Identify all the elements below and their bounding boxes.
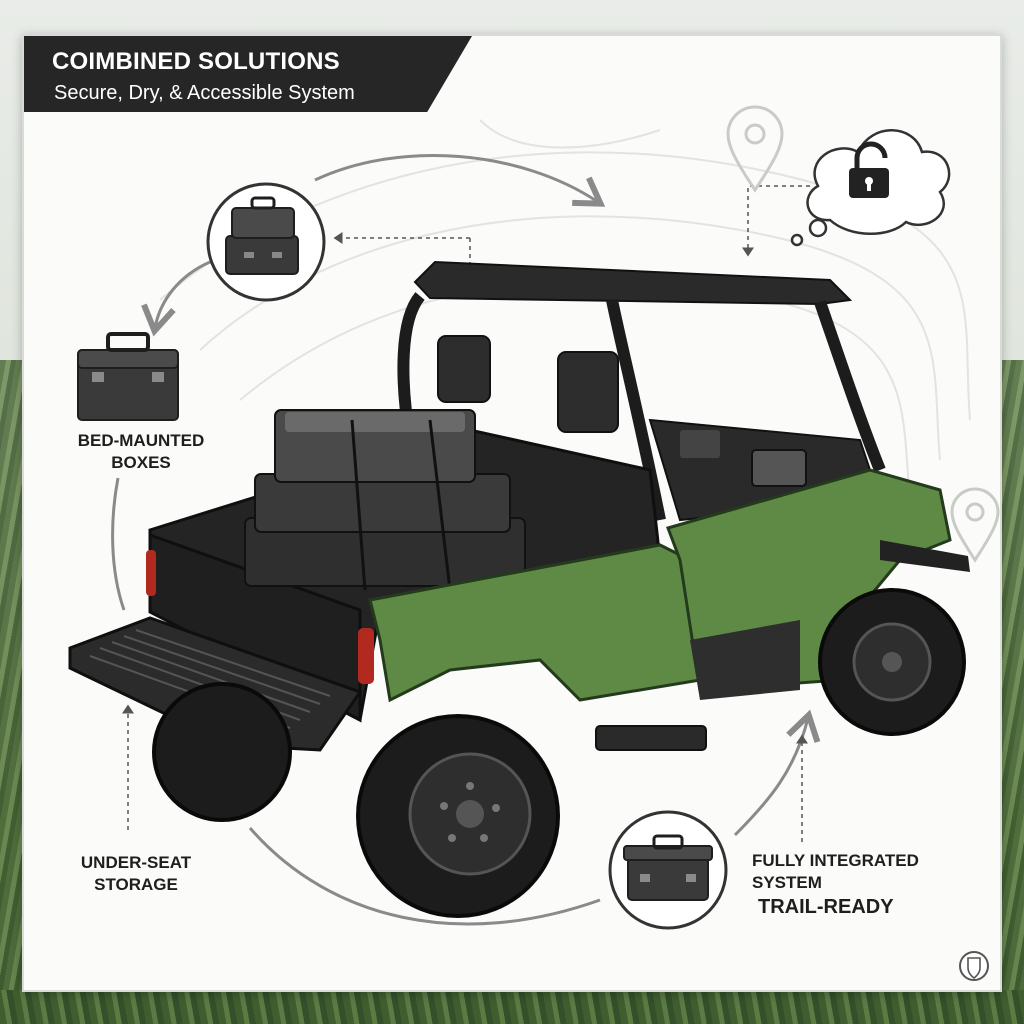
bed-mounted-label-line2: BOXES <box>111 453 171 472</box>
forest-background-bottom <box>0 990 1024 1024</box>
utv-vehicle-icon <box>68 260 970 918</box>
fully-integrated-system-label: FULLY INTEGRATED SYSTEM <box>752 850 942 894</box>
under-seat-storage-label: UNDER-SEAT STORAGE <box>66 852 206 896</box>
under-seat-label-line2: STORAGE <box>94 875 178 894</box>
wheel-rear-left <box>152 682 292 822</box>
trail-ready-label: TRAIL-READY <box>758 896 894 918</box>
under-seat-label-line1: UNDER-SEAT <box>80 853 192 872</box>
banner-title: COIMBINED SOLUTIONS <box>52 48 340 75</box>
banner-subtitle: Secure, Dry, & Accessible System <box>54 82 355 104</box>
integrated-toolbox-icon <box>608 810 728 930</box>
map-pin-icon <box>726 105 1000 563</box>
bed-mounted-label-line1: BED-MAUNTED <box>77 431 205 450</box>
toolbox-icon <box>77 332 179 421</box>
wheel-front <box>818 588 966 736</box>
toolbox-stack-icon <box>206 182 326 302</box>
title-banner: COIMBINED SOLUTIONS Secure, Dry, & Acces… <box>24 36 472 112</box>
integrated-label-line2: SYSTEM <box>752 873 822 892</box>
cycle-arrows <box>111 154 821 926</box>
bed-mounted-boxes-label: BED-MAUNTED BOXES <box>66 430 216 474</box>
lock-icon <box>849 141 889 198</box>
shield-badge-icon <box>959 951 989 981</box>
integrated-label-line1: FULLY INTEGRATED <box>752 851 919 870</box>
wheel-rear-right <box>356 714 560 918</box>
